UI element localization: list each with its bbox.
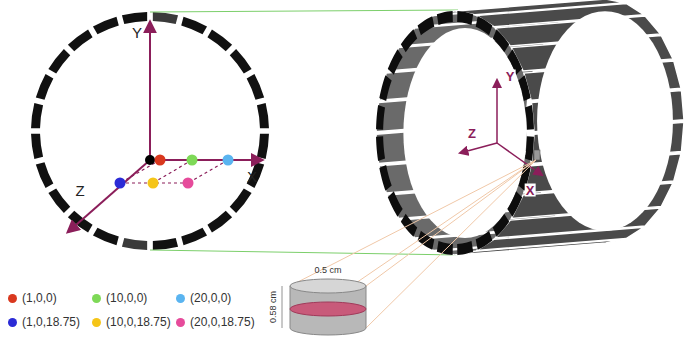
detector-ring [31,12,269,250]
legend-entry: (1,0,18.75) [8,315,80,329]
source-dot [148,178,159,189]
axis-arrow [150,159,262,161]
front-segment [418,231,435,250]
inset-cylinder [290,279,366,335]
detector-segment [181,228,207,246]
axis-label: Y [131,25,143,40]
detector-segment [122,12,147,24]
legend-text: (1,0,18.75) [22,315,80,329]
legend-swatch [92,294,101,303]
detector-segment [230,49,252,74]
leader-line [290,160,536,286]
phantom-marker [534,150,540,160]
dimension-label: 0.58 cm [269,290,278,324]
axis-arrow [496,80,498,143]
front-segment [476,16,493,35]
front-segment [525,136,534,161]
detector-segment [153,238,178,250]
bore [403,28,526,238]
front-segment [507,191,522,216]
source-dot [155,155,166,166]
detector-segment [207,211,232,233]
leader-line [290,160,536,328]
front-segment [476,231,493,250]
back-opening [537,11,673,231]
front-segment [379,75,391,101]
legend-text: (1,0,0) [22,291,57,305]
detector-segment [257,103,269,128]
source-dot [223,155,234,166]
detector-segment [247,162,265,188]
axis-arrow [149,22,151,160]
front-segment [493,214,509,237]
axis-arrow [460,143,497,153]
front-segment [418,16,435,35]
detector-segment [36,74,54,100]
legend-text: (10,0,18.75) [106,315,171,329]
detector-segment [207,29,232,51]
axis-label: Z [467,127,477,140]
detector-segment [230,188,252,213]
legend-text: (20,0,0) [190,291,231,305]
front-segment [518,75,530,101]
legend-swatch [92,318,101,327]
detector-segment [93,17,119,35]
legend-entry: (20,0,18.75) [176,315,255,329]
legend-swatch [8,294,17,303]
scanner-drum [376,0,684,255]
front-segment [457,11,473,25]
projection-line [150,10,458,12]
axis-arrow [68,160,150,232]
detector-segment [153,12,178,24]
legend-entry: (20,0,0) [176,291,231,305]
legend-entry: (10,0,0) [92,291,147,305]
axis-label: Y [505,70,516,83]
axis-arrow [497,143,542,175]
axis-label: X [525,184,536,197]
legend-swatch [176,294,185,303]
detector-segment [68,29,93,51]
legend-swatch [176,318,185,327]
detector-segment [181,17,207,35]
dimension-line [282,286,283,328]
front-segment [525,105,534,130]
front-segment [376,136,385,161]
front-segment [376,105,385,130]
axis-label: Z [74,183,85,198]
front-segment [457,241,473,255]
legend-text: (10,0,0) [106,291,147,305]
legend-entry: (1,0,0) [8,291,57,305]
legend-swatch [8,318,17,327]
detector-segment [257,134,269,159]
legend-text: (20,0,18.75) [190,315,255,329]
origin-dot [145,155,155,165]
legend-entry: (10,0,18.75) [92,315,171,329]
source-dot [183,178,194,189]
front-segment [388,49,403,74]
front-segment [379,165,391,191]
detector-segment [48,188,70,213]
source-dot [115,178,126,189]
leader-line [366,160,536,286]
front-segment [437,241,453,255]
leader-line [366,160,536,328]
detector-segment [93,228,119,246]
front-segment [401,29,417,52]
detector-segment [247,74,265,100]
detector-segment [31,134,43,159]
source-dot [187,155,198,166]
front-segment [493,29,509,52]
front-segment [388,191,403,216]
detector-segment [36,162,54,188]
detector-segment [31,103,43,128]
front-segment [437,11,453,25]
axis-label: X [246,169,258,184]
detector-segment [48,49,70,74]
detector-segment [122,238,147,250]
dimension-label: 0.5 cm [313,266,342,275]
